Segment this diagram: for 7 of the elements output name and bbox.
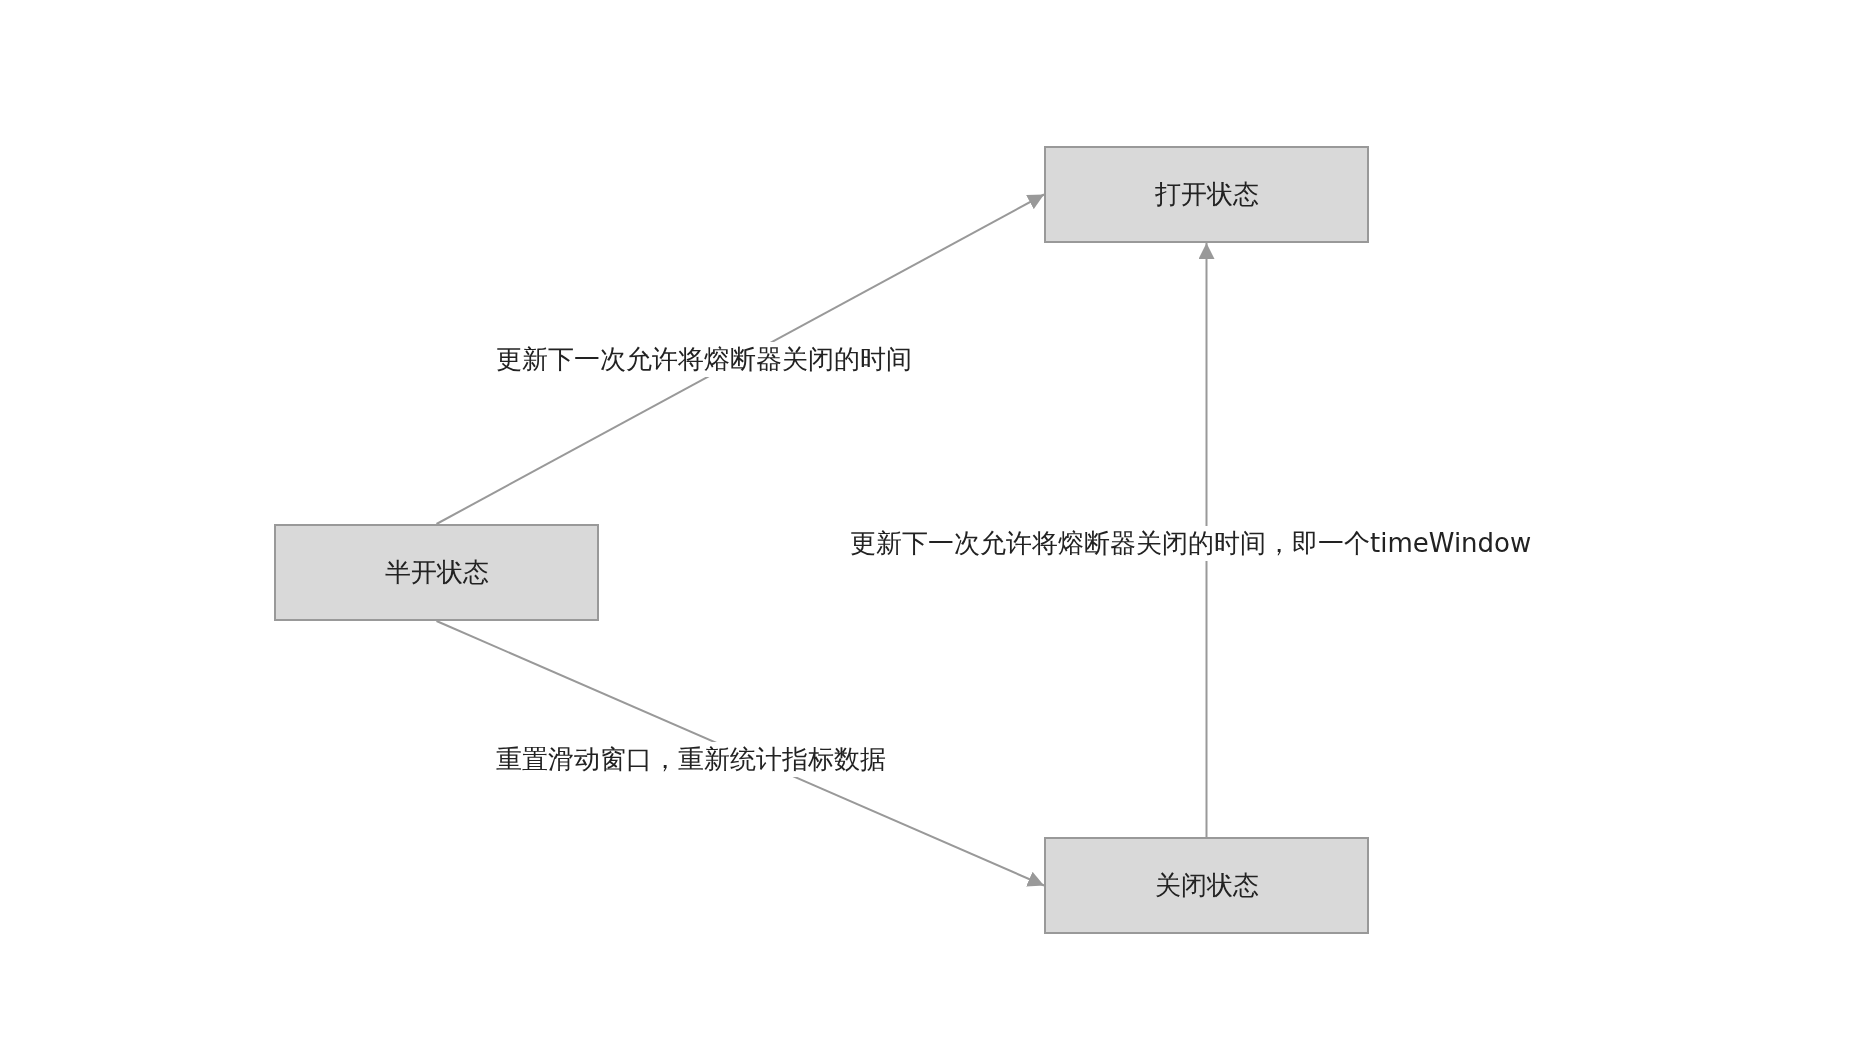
state-box: 关闭状态 [1044,837,1369,934]
arrow [1198,242,1215,838]
state-box: 打开状态 [1044,146,1369,243]
state-box: 半开状态 [274,524,599,621]
arrow [435,193,1045,525]
edge-label: 更新下一次允许将熔断器关闭的时间，即一个timeWindow [848,526,1534,561]
edge-label: 重置滑动窗口，重新统计指标数据 [494,742,888,777]
